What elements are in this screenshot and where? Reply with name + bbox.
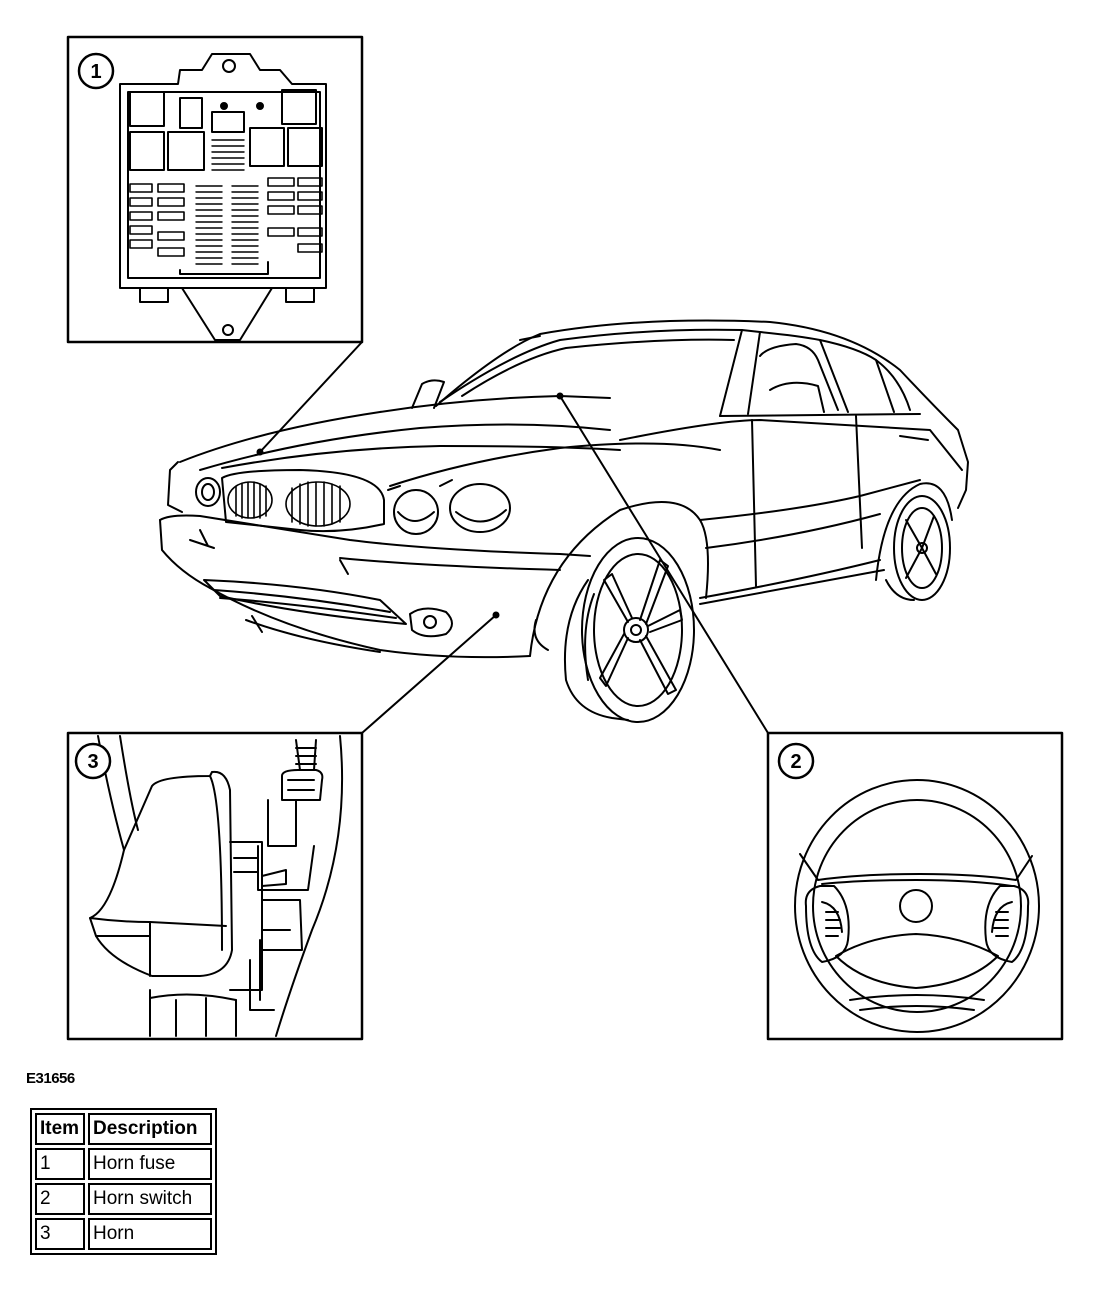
legend-header-item: Item <box>35 1113 85 1145</box>
callout-1-label: 1 <box>90 61 101 83</box>
legend-item-description: Horn <box>88 1218 212 1250</box>
legend-item-number: 1 <box>35 1148 85 1180</box>
detail-box-steering-wheel <box>766 731 1064 1041</box>
table-row: 1 Horn fuse <box>35 1148 212 1180</box>
legend-item-description: Horn fuse <box>88 1148 212 1180</box>
table-row: 3 Horn <box>35 1218 212 1250</box>
figure-code: E31656 <box>26 1070 75 1087</box>
legend-header-row: Item Description <box>35 1113 212 1145</box>
callout-2-label: 2 <box>790 751 801 773</box>
legend-item-number: 3 <box>35 1218 85 1250</box>
callout-3-marker: 3 <box>74 742 112 780</box>
car-illustration <box>159 319 969 723</box>
legend-table: Item Description 1 Horn fuse 2 Horn swit… <box>30 1108 217 1255</box>
legend-item-description: Horn switch <box>88 1183 212 1215</box>
detail-box-horn <box>66 731 364 1041</box>
table-row: 2 Horn switch <box>35 1183 212 1215</box>
callout-2-marker: 2 <box>777 742 815 780</box>
callout-1-marker: 1 <box>77 52 115 90</box>
legend-item-number: 2 <box>35 1183 85 1215</box>
leader-lines <box>256 341 769 734</box>
detail-box-fuse <box>66 35 364 344</box>
callout-3-label: 3 <box>87 751 98 773</box>
callout-markers: 1 2 3 <box>74 52 815 780</box>
legend-header-description: Description <box>88 1113 212 1145</box>
